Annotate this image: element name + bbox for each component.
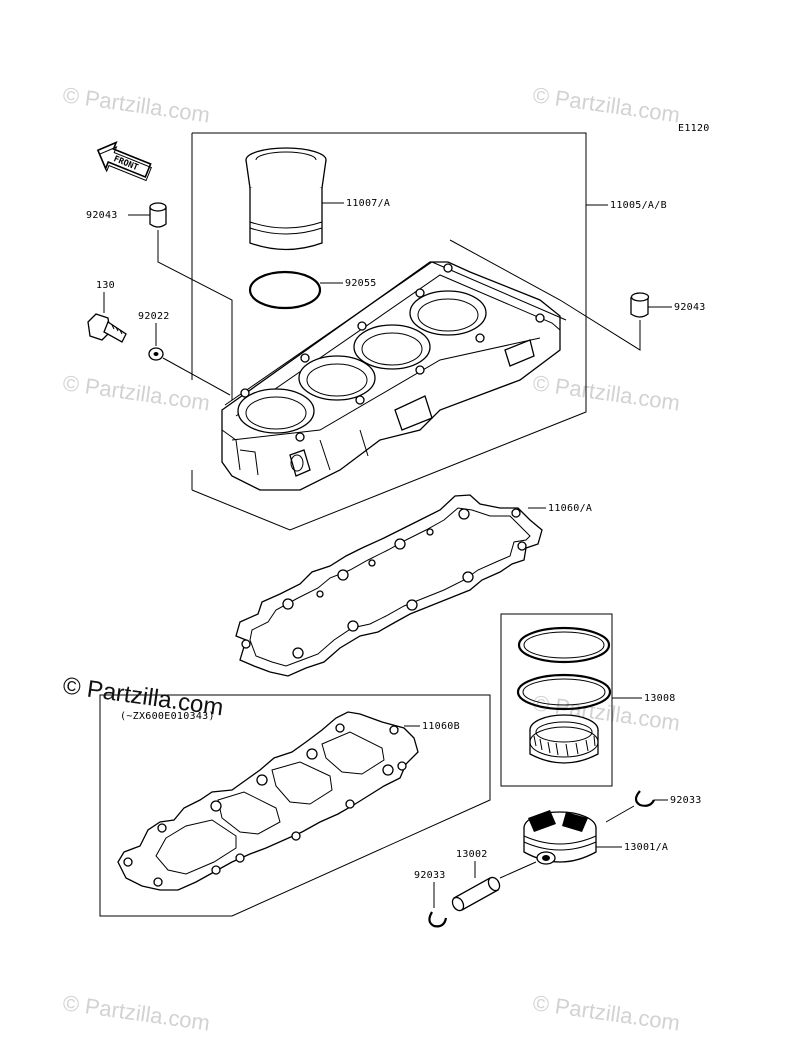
dowel-pin-left: 92043 (86, 202, 233, 400)
watermark-text: © Partzilla.com (531, 990, 681, 1035)
watermark-text: © Partzilla.com (61, 370, 211, 415)
label-11005: 11005/A/B (610, 200, 667, 211)
piston-ring-set: 13008 (500, 613, 676, 787)
watermark-text: © Partzilla.com (531, 82, 681, 127)
label-92022: 92022 (138, 311, 170, 322)
head-gasket-a: 11060/A (235, 494, 592, 677)
label-11007: 11007/A (346, 198, 390, 209)
head-gasket-b-frame: (~ZX600E010343) (99, 694, 491, 917)
circlip-right: 92033 (605, 790, 702, 823)
label-13002: 13002 (456, 849, 488, 860)
label-92055: 92055 (345, 278, 377, 289)
watermark-text: © Partzilla.com (61, 990, 211, 1035)
cylinder-block (221, 261, 567, 491)
cylinder-assembly-frame (191, 132, 608, 531)
label-92043-left: 92043 (86, 210, 118, 221)
dowel-pin-right: 92043 (449, 239, 706, 351)
cylinder-sleeve: 11007/A (245, 147, 390, 251)
label-11060a: 11060/A (548, 503, 592, 514)
o-ring: 92055 (248, 270, 377, 310)
diagram-code: E1120 (678, 123, 710, 134)
washer: 92022 (138, 311, 231, 396)
label-11060b: 11060B (422, 721, 460, 732)
variant-note: (~ZX600E010343) (120, 711, 215, 722)
watermark-text: © Partzilla.com (531, 370, 681, 415)
front-arrow-icon: FRONT (96, 141, 152, 182)
label-92033-left: 92033 (414, 870, 446, 881)
label-92033-right: 92033 (670, 795, 702, 806)
label-92043-right: 92043 (674, 302, 706, 313)
label-13008: 13008 (644, 693, 676, 704)
head-gasket-b: 11060B (117, 711, 460, 891)
watermark-text: © Partzilla.com (61, 82, 211, 127)
label-13001: 13001/A (624, 842, 668, 853)
circlip-left: 92033 (414, 870, 448, 928)
bolt: 130 (87, 280, 127, 343)
piston: 13001/A (499, 810, 668, 879)
label-130: 130 (96, 280, 115, 291)
piston-pin: 13002 (451, 849, 501, 912)
